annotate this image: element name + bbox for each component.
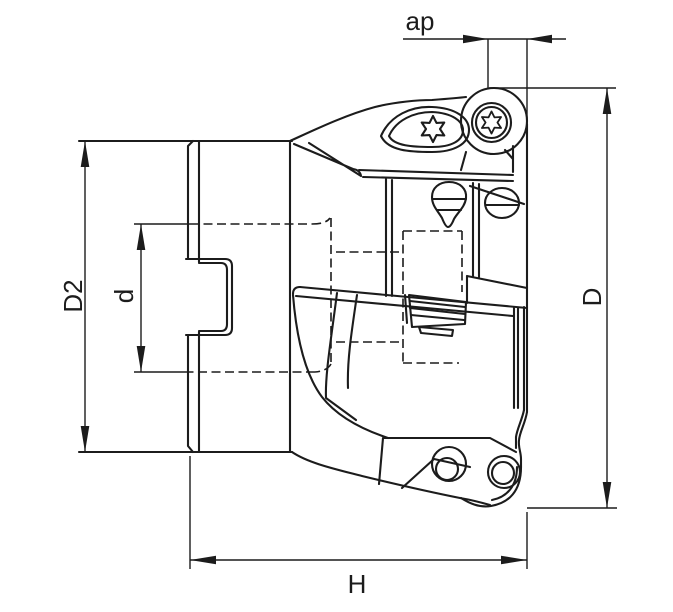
corner-radius-inner [490,465,519,502]
pocket-window-verticals [384,177,481,298]
side-insert-block [403,293,468,338]
notch-outer-contour [184,257,234,337]
lower-shelf-line-1 [298,285,529,310]
face-neck-outer [517,410,529,469]
insert-left-edge [403,293,409,325]
bore-bottom-hidden-line [190,363,332,373]
bottom-screws [430,445,522,490]
oval-boss [483,186,521,220]
arrowhead-icon [136,346,146,372]
face-neck-inner [514,408,526,450]
cutter-body-outline [77,95,529,508]
arrowhead-icon [602,482,612,508]
D-extension-lines [489,87,617,509]
face-inner-segment [459,144,515,174]
clamp-inner-contour [387,110,465,149]
dim-label-ap: ap [406,6,435,36]
insert-chipbreaker-lines [408,299,467,322]
arrowhead-icon [80,426,90,452]
pocket-back-wall [465,274,529,305]
insert-screw-head-inner [474,105,509,140]
notch-inner-contour [197,261,229,333]
lower-shelf-line-2 [294,294,515,318]
dimension-H: H [189,456,528,599]
insert-shim [417,325,455,338]
screw-head-icon [434,456,460,482]
dimension-ap: ap [403,6,566,120]
dim-label-D2: D2 [58,279,88,312]
pocket-bosses [430,180,521,229]
arrowhead-icon [80,141,90,167]
pocket-shelf-lines [357,168,515,183]
keyway-notch [184,257,234,337]
top-chamfer-band [292,141,363,178]
dim-label-D: D [577,288,607,307]
flute-edge-1 [324,291,358,422]
hidden-pocket-rect [402,230,463,364]
torx-star-icon [420,114,446,144]
arrowhead-icon [190,555,216,565]
body-left-edge-outer [186,139,195,454]
insert-block-outline [407,293,468,329]
insert-clamp [379,105,471,154]
arrowhead-icon [501,555,527,565]
torx-star-icon [481,110,502,135]
dim-label-H: H [348,569,367,599]
screw-head-icon [486,454,522,490]
bore-top-hidden-line [190,217,331,225]
screw-head-icon [430,445,468,483]
dimension-D2: D2 [58,141,90,452]
head-top-contour [288,95,468,143]
dimension-d: d [109,223,190,373]
round-insert [459,86,529,156]
arrowhead-icon [602,88,612,114]
dimension-D: D [489,87,617,509]
arrowhead-icon [136,224,146,250]
teardrop-boss-chords [431,197,468,212]
dim-label-d: d [109,289,139,303]
lower-shelf-cap [291,285,302,296]
gullet-sweep-curve [291,293,390,440]
teardrop-boss [430,180,468,229]
corner-radius-outer [459,465,523,508]
round-insert-outline [459,86,529,156]
face-mid-parallels [512,305,526,412]
hidden-bore-lines [190,217,463,373]
screw-head-icon [490,460,516,486]
ap-extension-lines [487,39,528,120]
d-extension-lines [134,223,190,373]
clamp-outer-contour [379,105,471,154]
flute-edge-2 [346,293,359,390]
H-extension-lines [189,456,528,569]
arrowhead-icon [463,34,488,44]
insert-screw-head-outer [470,101,513,144]
arrowhead-icon [527,34,552,44]
bottom-silhouette [290,450,492,507]
